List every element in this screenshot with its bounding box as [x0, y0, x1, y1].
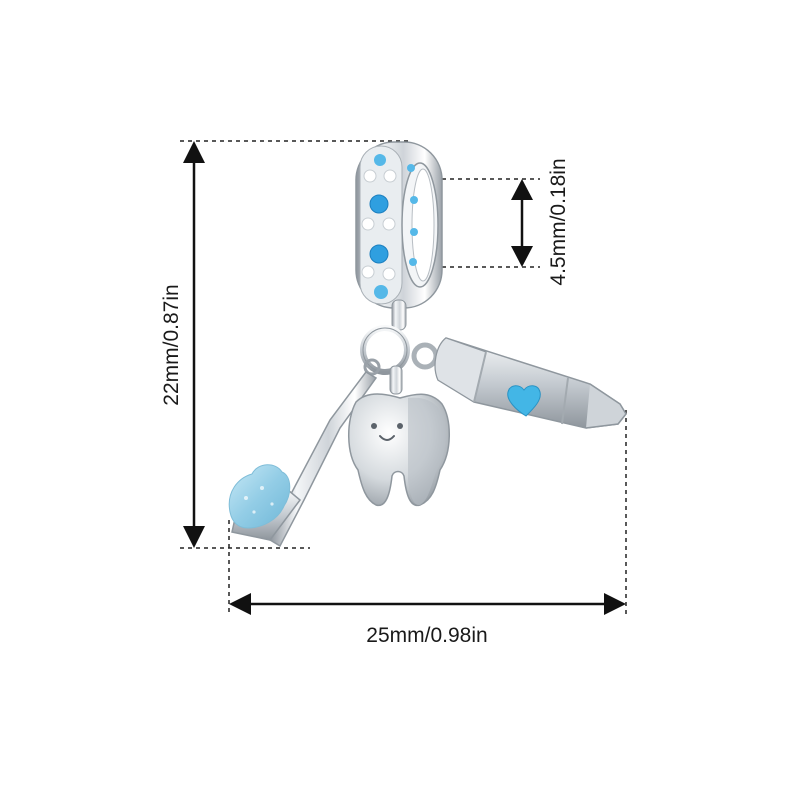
hole-label: 4.5mm/0.18in — [547, 158, 570, 285]
width-arrow-right — [604, 593, 626, 615]
height-arrow-top — [183, 141, 205, 163]
bead-stones — [361, 154, 418, 299]
height-dimension — [180, 140, 410, 549]
toothbrush-charm-icon — [228, 358, 381, 548]
heart-icon — [507, 385, 541, 417]
width-label: 25mm/0.98in — [366, 624, 487, 647]
toothbrush-bristles — [228, 464, 291, 529]
height-arrow-bottom — [183, 526, 205, 548]
hole-arrow-top — [511, 179, 533, 200]
tooth-smile — [379, 435, 395, 441]
height-label: 22mm/0.87in — [160, 284, 183, 405]
width-dimension — [228, 410, 627, 615]
hole-arrow-bottom — [511, 246, 533, 267]
tooth-eye-right — [397, 423, 403, 429]
toothpaste-charm-icon — [434, 337, 627, 429]
hole-dimension — [410, 178, 540, 268]
width-arrow-left — [229, 593, 251, 615]
tooth-eye-left — [371, 423, 377, 429]
bead-icon — [355, 141, 443, 309]
tooth-charm-icon — [348, 365, 450, 507]
